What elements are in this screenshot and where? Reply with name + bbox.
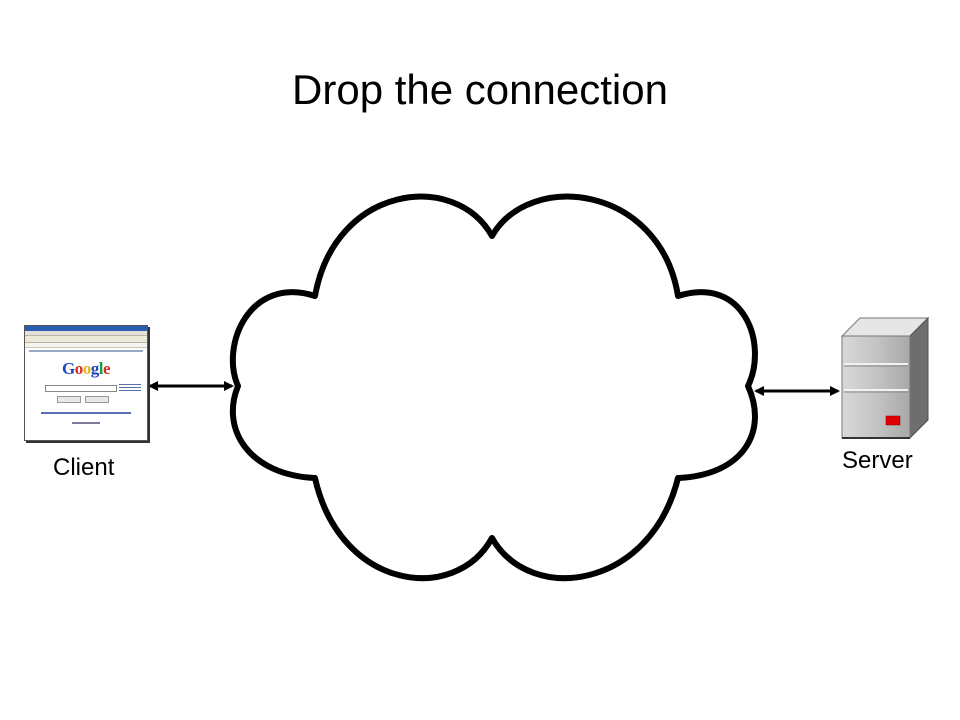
cloud-icon xyxy=(229,193,758,582)
browser-address-bar xyxy=(25,343,147,348)
page-copyright xyxy=(72,422,100,424)
browser-page: Google xyxy=(25,348,147,438)
client-label: Client xyxy=(53,454,115,481)
slide-title: Drop the connection xyxy=(292,66,668,113)
search-logo: Google xyxy=(61,359,111,378)
browser-titlebar xyxy=(25,326,147,331)
browser-menubar xyxy=(25,331,147,336)
page-search-box xyxy=(45,385,117,392)
server-icon xyxy=(840,316,930,440)
page-side-links xyxy=(119,384,141,392)
page-lucky-button xyxy=(85,396,109,403)
server-label: Server xyxy=(842,447,913,474)
page-search-button xyxy=(57,396,81,403)
server-indicator-light xyxy=(885,415,901,426)
client-browser-screenshot: Google xyxy=(24,325,148,441)
page-footer-links xyxy=(41,412,131,414)
page-top-links xyxy=(29,350,143,352)
browser-toolbar xyxy=(25,336,147,343)
